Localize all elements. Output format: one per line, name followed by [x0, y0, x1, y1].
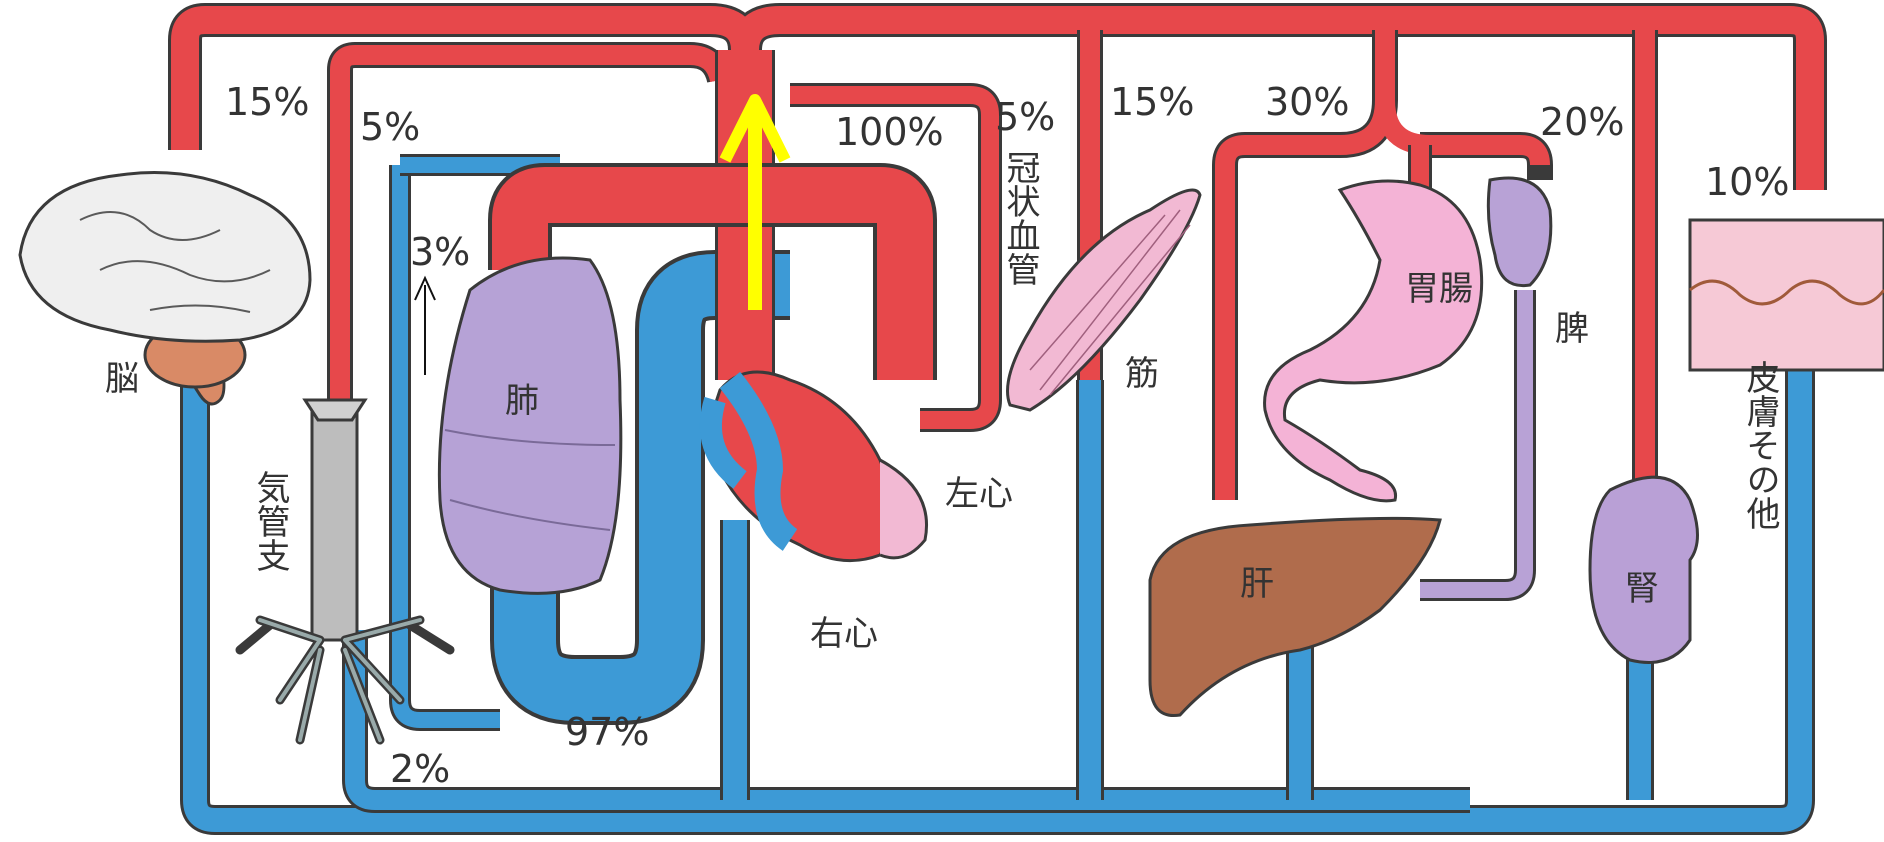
brain-percentage: 15%: [225, 80, 309, 124]
bronchi-return-percentage: 2%: [390, 747, 450, 791]
coronary-percentage: 5%: [995, 95, 1055, 139]
right-heart-label: 右心: [810, 614, 878, 654]
bronchi-vertical-label: 気管支: [250, 470, 290, 572]
kidney-percentage: 20%: [1540, 100, 1624, 144]
coronary-vertical-label: 冠状血管: [1000, 150, 1040, 286]
stomach-organ: [1265, 181, 1482, 501]
brain-organ: [20, 173, 310, 405]
lung-organ: [439, 258, 620, 593]
kidney-label: 腎: [1625, 569, 1659, 609]
bronchi-percentage: 5%: [360, 105, 420, 149]
flow-arrow-small: [415, 278, 435, 375]
stomach-label: 胃腸: [1405, 269, 1473, 309]
skin-percentage: 10%: [1705, 160, 1789, 204]
lung-percentage: 97%: [565, 710, 649, 754]
muscle-percentage: 15%: [1110, 80, 1194, 124]
brain-label: 脳: [105, 359, 139, 399]
skin-organ: [1690, 220, 1884, 370]
muscle-label: 筋: [1125, 354, 1159, 394]
lung-inner-percentage: 3%: [410, 230, 470, 274]
heart-percentage: 100%: [835, 110, 944, 154]
left-heart-label: 左心: [945, 474, 1013, 514]
gut-percentage: 30%: [1265, 80, 1349, 124]
skin-vertical-label: 皮膚その他: [1740, 360, 1780, 530]
lung-label: 肺: [505, 381, 539, 421]
liver-label: 肝: [1240, 564, 1274, 604]
spleen-label: 脾: [1555, 309, 1589, 349]
